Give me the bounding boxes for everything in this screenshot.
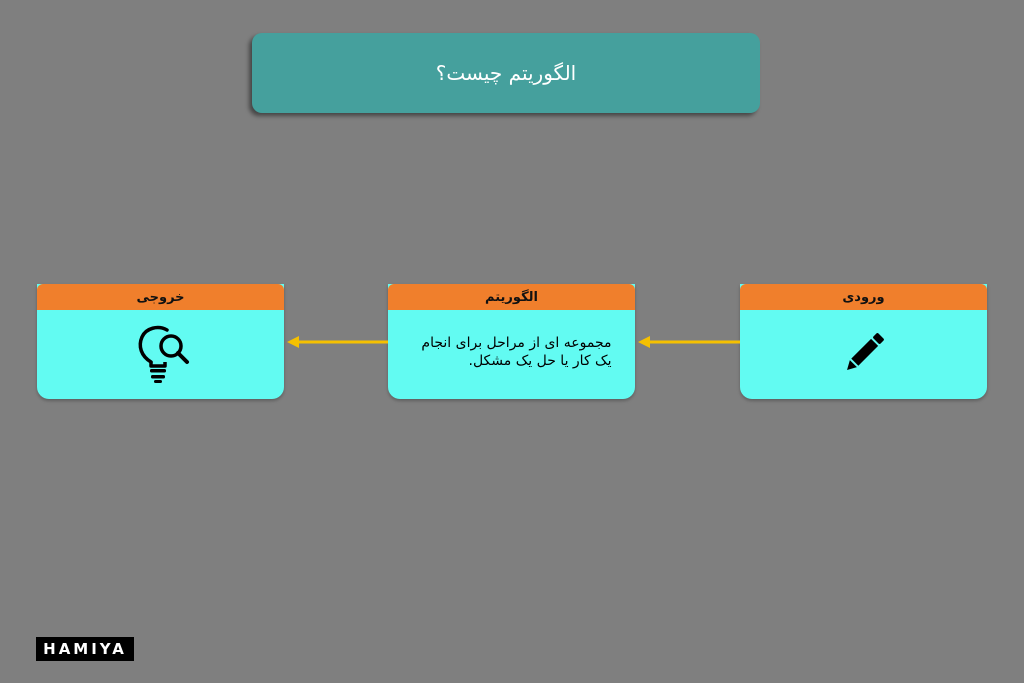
- diagram-title: الگوریتم چیست؟: [435, 61, 577, 85]
- lightbulb-search-icon: [129, 322, 193, 388]
- input-node-header: ورودی: [740, 284, 987, 310]
- output-node-header: خروجی: [37, 284, 284, 310]
- brand-logo: HAMIYA: [36, 637, 134, 661]
- input-node: ورودی: [740, 284, 987, 399]
- algorithm-description: مجموعه ای از مراحل برای انجام یک کار یا …: [421, 334, 612, 369]
- pencil-icon: [838, 327, 890, 383]
- title-box: الگوریتم چیست؟: [252, 33, 760, 113]
- algorithm-node-header: الگوریتم: [388, 284, 635, 310]
- algorithm-node: الگوریتم مجموعه ای از مراحل برای انجام ی…: [388, 284, 635, 399]
- output-node: خروجی: [37, 284, 284, 399]
- arrow-algorithm-to-output: [287, 336, 388, 348]
- arrow-input-to-algorithm: [638, 336, 740, 348]
